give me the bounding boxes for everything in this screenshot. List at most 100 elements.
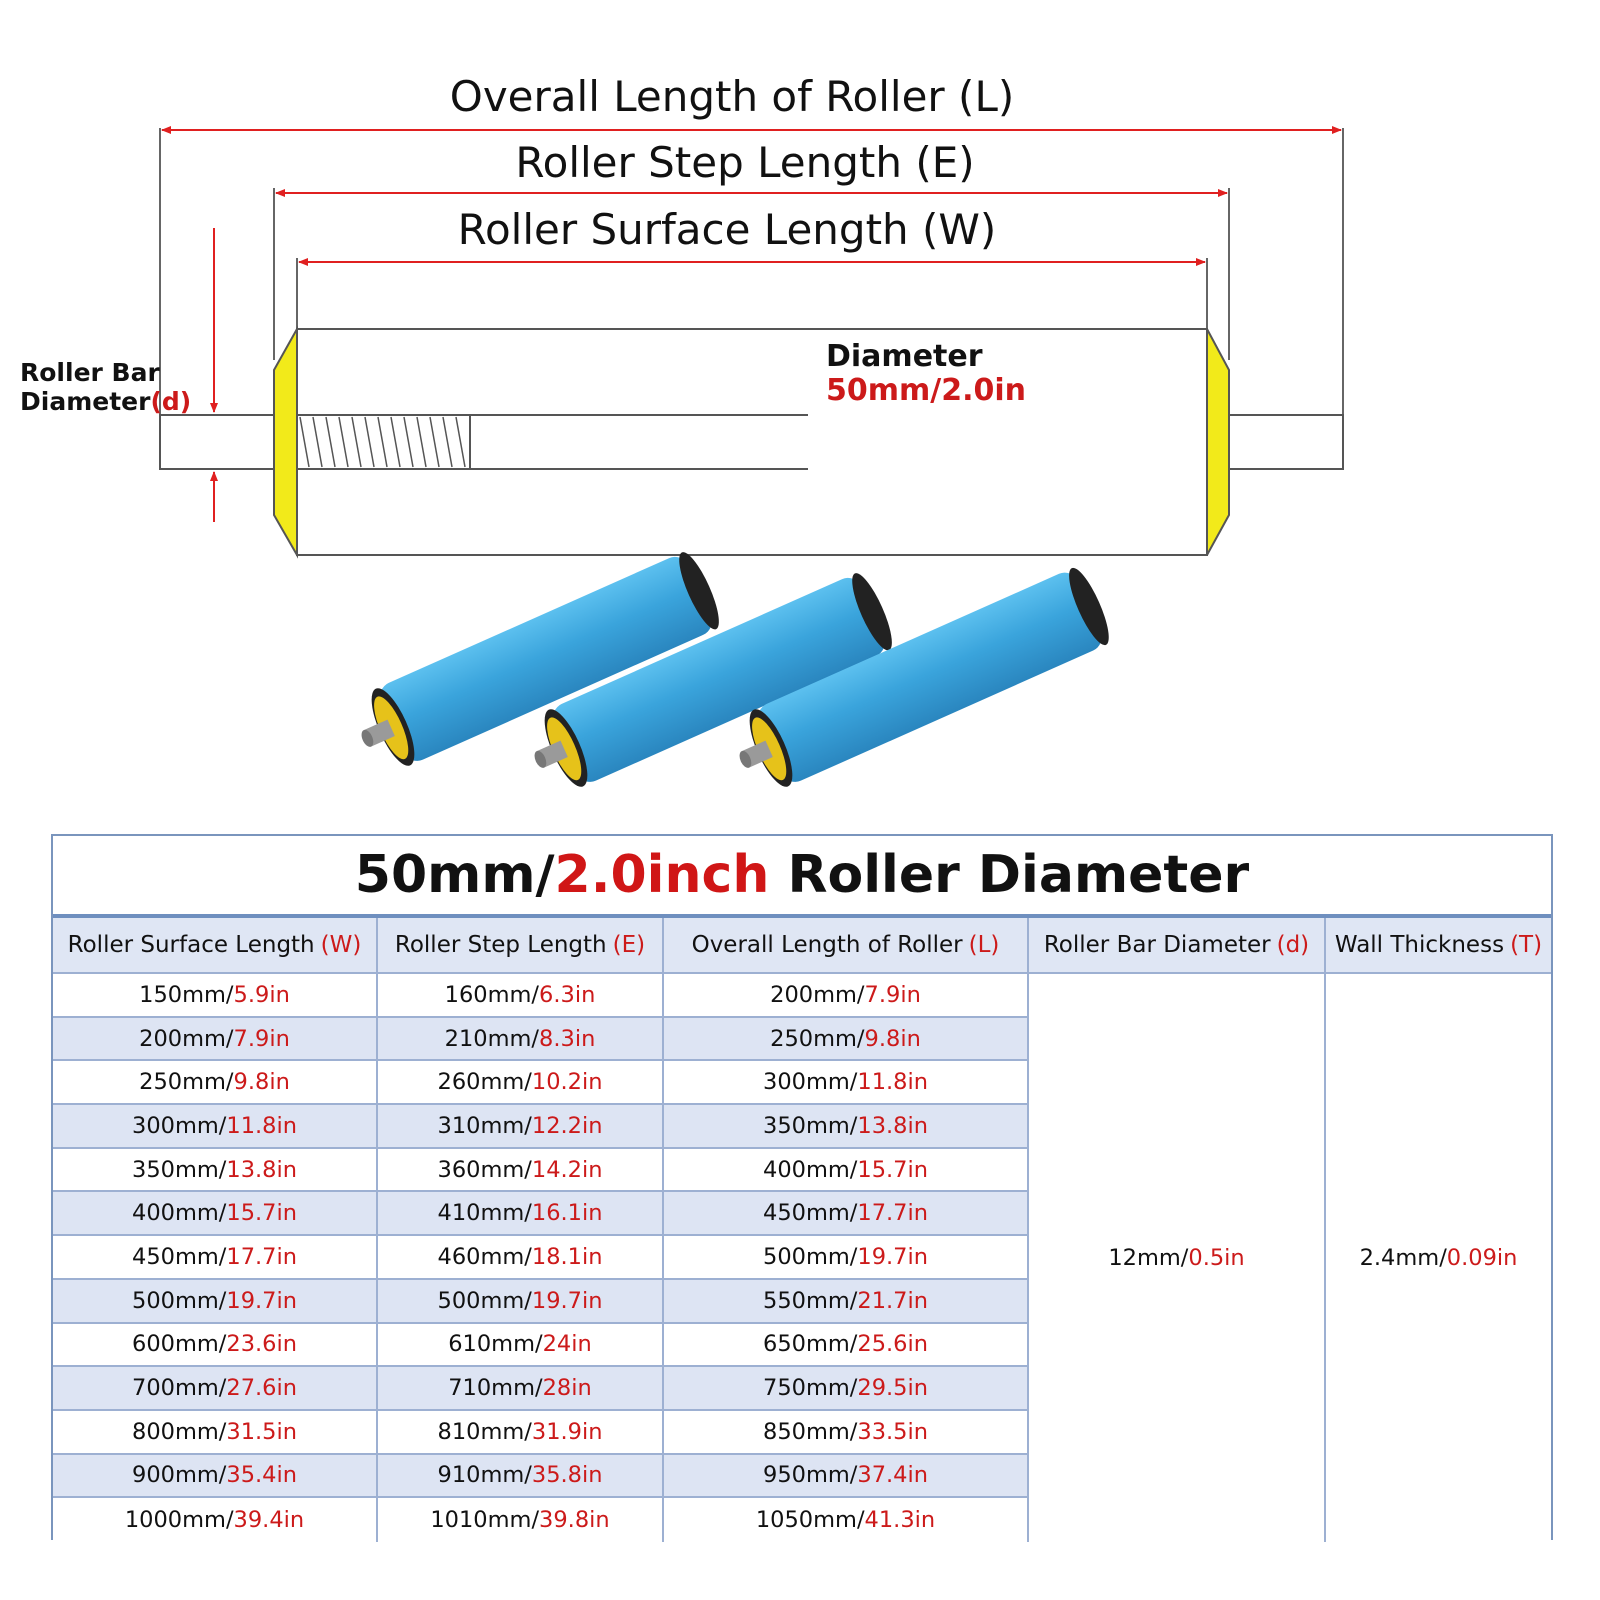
overall-length-label: Overall Length of Roller (L) xyxy=(449,72,1015,121)
table-cell-in: 17.7in xyxy=(857,1200,928,1227)
table-cell-mm: 410mm/ xyxy=(437,1200,532,1227)
step-length-label: Roller Step Length (E) xyxy=(515,138,975,187)
table-cell-mm: 650mm/ xyxy=(763,1331,858,1358)
table-cell-in: 28in xyxy=(542,1375,592,1402)
end-cap-left xyxy=(273,325,298,559)
wall-thickness-value-mm: 2.4mm/ xyxy=(1359,1244,1447,1271)
column-header: Wall Thickness(T) xyxy=(1326,918,1551,974)
table-cell-mm: 250mm/ xyxy=(139,1069,234,1096)
column-header: Overall Length of Roller(L) xyxy=(664,918,1029,974)
table-cell-mm: 500mm/ xyxy=(437,1287,532,1314)
hatch-line xyxy=(299,416,310,468)
table-cell-mm: 300mm/ xyxy=(132,1112,227,1139)
diameter-label: Diameter xyxy=(826,339,983,374)
table-cell-in: 23.6in xyxy=(226,1331,297,1358)
table-cell-in: 25.6in xyxy=(857,1331,928,1358)
table-cell-mm: 200mm/ xyxy=(139,1025,234,1052)
table-cell-in: 11.8in xyxy=(226,1112,297,1139)
column-header-text: Overall Length of Roller xyxy=(691,932,963,958)
table-title: 50mm/2.0inch Roller Diameter xyxy=(53,836,1551,918)
column-header-symbol: (W) xyxy=(320,932,362,958)
table-cell: 610mm/24in xyxy=(378,1323,664,1368)
table-cell-mm: 550mm/ xyxy=(763,1287,858,1314)
table-cell: 500mm/19.7in xyxy=(53,1279,378,1324)
table-cell: 200mm/7.9in xyxy=(53,1017,378,1062)
table-cell-mm: 260mm/ xyxy=(437,1069,532,1096)
table-title-rest: Roller Diameter xyxy=(769,845,1250,905)
table-cell-in: 24in xyxy=(542,1331,592,1358)
table-cell: 1010mm/39.8in xyxy=(378,1498,664,1542)
bar-diameter-value-mm: 12mm/ xyxy=(1108,1244,1189,1271)
table-cell: 750mm/29.5in xyxy=(664,1367,1029,1411)
table-cell: 300mm/11.8in xyxy=(53,1105,378,1149)
table-cell-in: 9.8in xyxy=(864,1025,921,1052)
hatch-line xyxy=(429,416,440,468)
table-cell-mm: 150mm/ xyxy=(139,981,234,1008)
table-cell-in: 7.9in xyxy=(864,981,921,1008)
table-cell-mm: 850mm/ xyxy=(763,1418,858,1445)
wall-thickness-cell: 2.4mm/0.09in xyxy=(1326,974,1551,1542)
table-cell-mm: 450mm/ xyxy=(132,1243,227,1270)
table-cell-mm: 1010mm/ xyxy=(430,1507,540,1534)
table-cell: 260mm/10.2in xyxy=(378,1061,664,1106)
table-cell: 250mm/9.8in xyxy=(53,1061,378,1106)
wall-thickness-value-in: 0.09in xyxy=(1446,1244,1518,1271)
table-cell-in: 11.8in xyxy=(857,1069,928,1096)
hatch-line xyxy=(390,416,401,468)
table-cell: 500mm/19.7in xyxy=(664,1236,1029,1280)
table-cell-mm: 310mm/ xyxy=(437,1112,532,1139)
hatch-line xyxy=(403,416,414,468)
diameter-callout: Diameter 50mm/2.0in xyxy=(826,340,1026,408)
table-cell: 550mm/21.7in xyxy=(664,1279,1029,1324)
table-cell-mm: 800mm/ xyxy=(132,1418,227,1445)
table-cell: 200mm/7.9in xyxy=(664,974,1029,1018)
table-cell-mm: 610mm/ xyxy=(448,1331,543,1358)
table-cell-in: 16.1in xyxy=(531,1200,603,1227)
table-cell-in: 17.7in xyxy=(226,1243,297,1270)
table-cell: 700mm/27.6in xyxy=(53,1367,378,1411)
table-cell-mm: 400mm/ xyxy=(763,1156,858,1183)
table-cell-in: 13.8in xyxy=(226,1156,297,1183)
table-cell: 500mm/19.7in xyxy=(378,1279,664,1324)
table-cell: 450mm/17.7in xyxy=(664,1192,1029,1237)
table-cell-in: 5.9in xyxy=(233,981,290,1008)
diameter-value: 50mm/2.0in xyxy=(826,373,1027,408)
table-cell: 1050mm/41.3in xyxy=(664,1498,1029,1542)
table-cell-mm: 360mm/ xyxy=(437,1156,532,1183)
surface-length-label: Roller Surface Length (W) xyxy=(457,205,997,254)
table-cell-in: 7.9in xyxy=(233,1025,290,1052)
table-cell-in: 35.4in xyxy=(226,1462,297,1489)
column-header-text: Roller Step Length xyxy=(394,932,607,958)
column-header-symbol: (d) xyxy=(1276,932,1310,958)
table-cell-in: 15.7in xyxy=(857,1156,928,1183)
table-cell: 1000mm/39.4in xyxy=(53,1498,378,1542)
table-cell-in: 10.2in xyxy=(531,1069,603,1096)
bar-diameter-label-line1: Roller Bar xyxy=(20,358,160,387)
table-cell: 400mm/15.7in xyxy=(664,1148,1029,1193)
table-cell-in: 18.1in xyxy=(531,1243,603,1270)
table-cell-mm: 900mm/ xyxy=(132,1462,227,1489)
table-cell-mm: 1050mm/ xyxy=(755,1507,865,1534)
table-cell-in: 19.7in xyxy=(531,1287,603,1314)
column-header-symbol: (T) xyxy=(1510,932,1543,958)
table-cell-in: 27.6in xyxy=(226,1375,297,1402)
table-cell-mm: 500mm/ xyxy=(763,1243,858,1270)
table-cell: 300mm/11.8in xyxy=(664,1061,1029,1106)
table-cell-mm: 700mm/ xyxy=(132,1375,227,1402)
table-cell-in: 21.7in xyxy=(857,1287,928,1314)
table-title-in: 2.0inch xyxy=(554,845,770,905)
table-cell-in: 6.3in xyxy=(539,981,596,1008)
table-cell-mm: 1000mm/ xyxy=(124,1507,234,1534)
bar-diameter-label-line2: Diameter xyxy=(20,387,151,416)
column-header: Roller Bar Diameter(d) xyxy=(1029,918,1326,974)
table-cell-in: 39.8in xyxy=(539,1507,610,1534)
table-cell: 350mm/13.8in xyxy=(664,1105,1029,1149)
table-cell: 350mm/13.8in xyxy=(53,1148,378,1193)
table-cell-in: 19.7in xyxy=(226,1287,297,1314)
table-cell-mm: 250mm/ xyxy=(770,1025,865,1052)
table-cell: 460mm/18.1in xyxy=(378,1236,664,1280)
column-header-text: Wall Thickness xyxy=(1334,932,1505,958)
table-cell-mm: 400mm/ xyxy=(132,1200,227,1227)
bar-diameter-cell: 12mm/0.5in xyxy=(1029,974,1326,1542)
table-cell: 710mm/28in xyxy=(378,1367,664,1411)
